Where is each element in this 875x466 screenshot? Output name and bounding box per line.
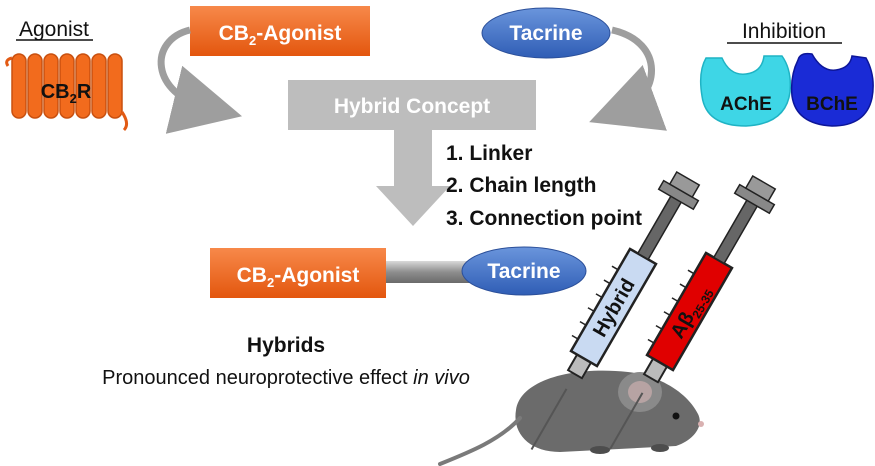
cb2r-base: CB	[41, 81, 70, 103]
tacrine-label-bottom: Tacrine	[487, 260, 560, 283]
cb2-agonist-box-top	[190, 6, 370, 56]
cb2-agonist-sub-bottom: 2	[267, 275, 274, 290]
agonist-heading: Agonist	[19, 18, 89, 41]
hybrid-concept-box	[288, 80, 536, 130]
cb2-agonist-label-top: CB2-Agonist	[219, 22, 342, 48]
effect-italic: in vivo	[413, 367, 470, 389]
hybrid-concept-label: Hybrid Concept	[334, 95, 490, 118]
down-arrow	[376, 130, 450, 226]
cb2-agonist-box-bottom	[210, 248, 386, 298]
hybrids-title: Hybrids	[247, 334, 325, 357]
step-1: 1. Linker	[446, 142, 532, 165]
curved-arrow-left	[157, 26, 243, 134]
tacrine-ellipse-bottom	[461, 246, 587, 296]
cb2-receptor-icon	[5, 53, 129, 132]
cb2r-sub: 2	[70, 91, 77, 106]
cb2r-label: CB2R	[41, 81, 92, 106]
steps-list: 1. Linker 2. Chain length 3. Connection …	[446, 142, 642, 230]
inhibition-heading: Inhibition	[742, 20, 826, 43]
step-2: 2. Chain length	[446, 174, 597, 197]
cb2-agonist-base-bottom: CB	[237, 264, 267, 287]
cb2-agonist-label-bottom: CB2-Agonist	[237, 264, 360, 290]
effect-caption: Pronounced neuroprotective effect in viv…	[102, 367, 470, 389]
linker-bar	[372, 261, 478, 283]
bche-label: BChE	[806, 94, 858, 115]
cb2-agonist-base-top: CB	[219, 22, 249, 45]
cb2-agonist-tail-top: -Agonist	[256, 22, 341, 45]
effect-text: Pronounced neuroprotective effect	[102, 367, 413, 389]
ache-label: AChE	[720, 94, 772, 115]
ache-enzyme-icon	[699, 55, 792, 127]
mouse-icon	[438, 370, 704, 466]
bche-enzyme-icon	[790, 52, 874, 127]
abeta-syringe-icon: Aβ25-35	[609, 174, 777, 450]
tacrine-label-top: Tacrine	[509, 22, 582, 45]
cb2r-tail: R	[77, 81, 92, 103]
cb2-agonist-tail-bottom: -Agonist	[274, 264, 359, 287]
cb2-agonist-sub-top: 2	[249, 33, 256, 48]
tacrine-ellipse-top	[481, 7, 611, 59]
step-3: 3. Connection point	[446, 207, 642, 230]
curved-arrow-right	[589, 26, 667, 131]
